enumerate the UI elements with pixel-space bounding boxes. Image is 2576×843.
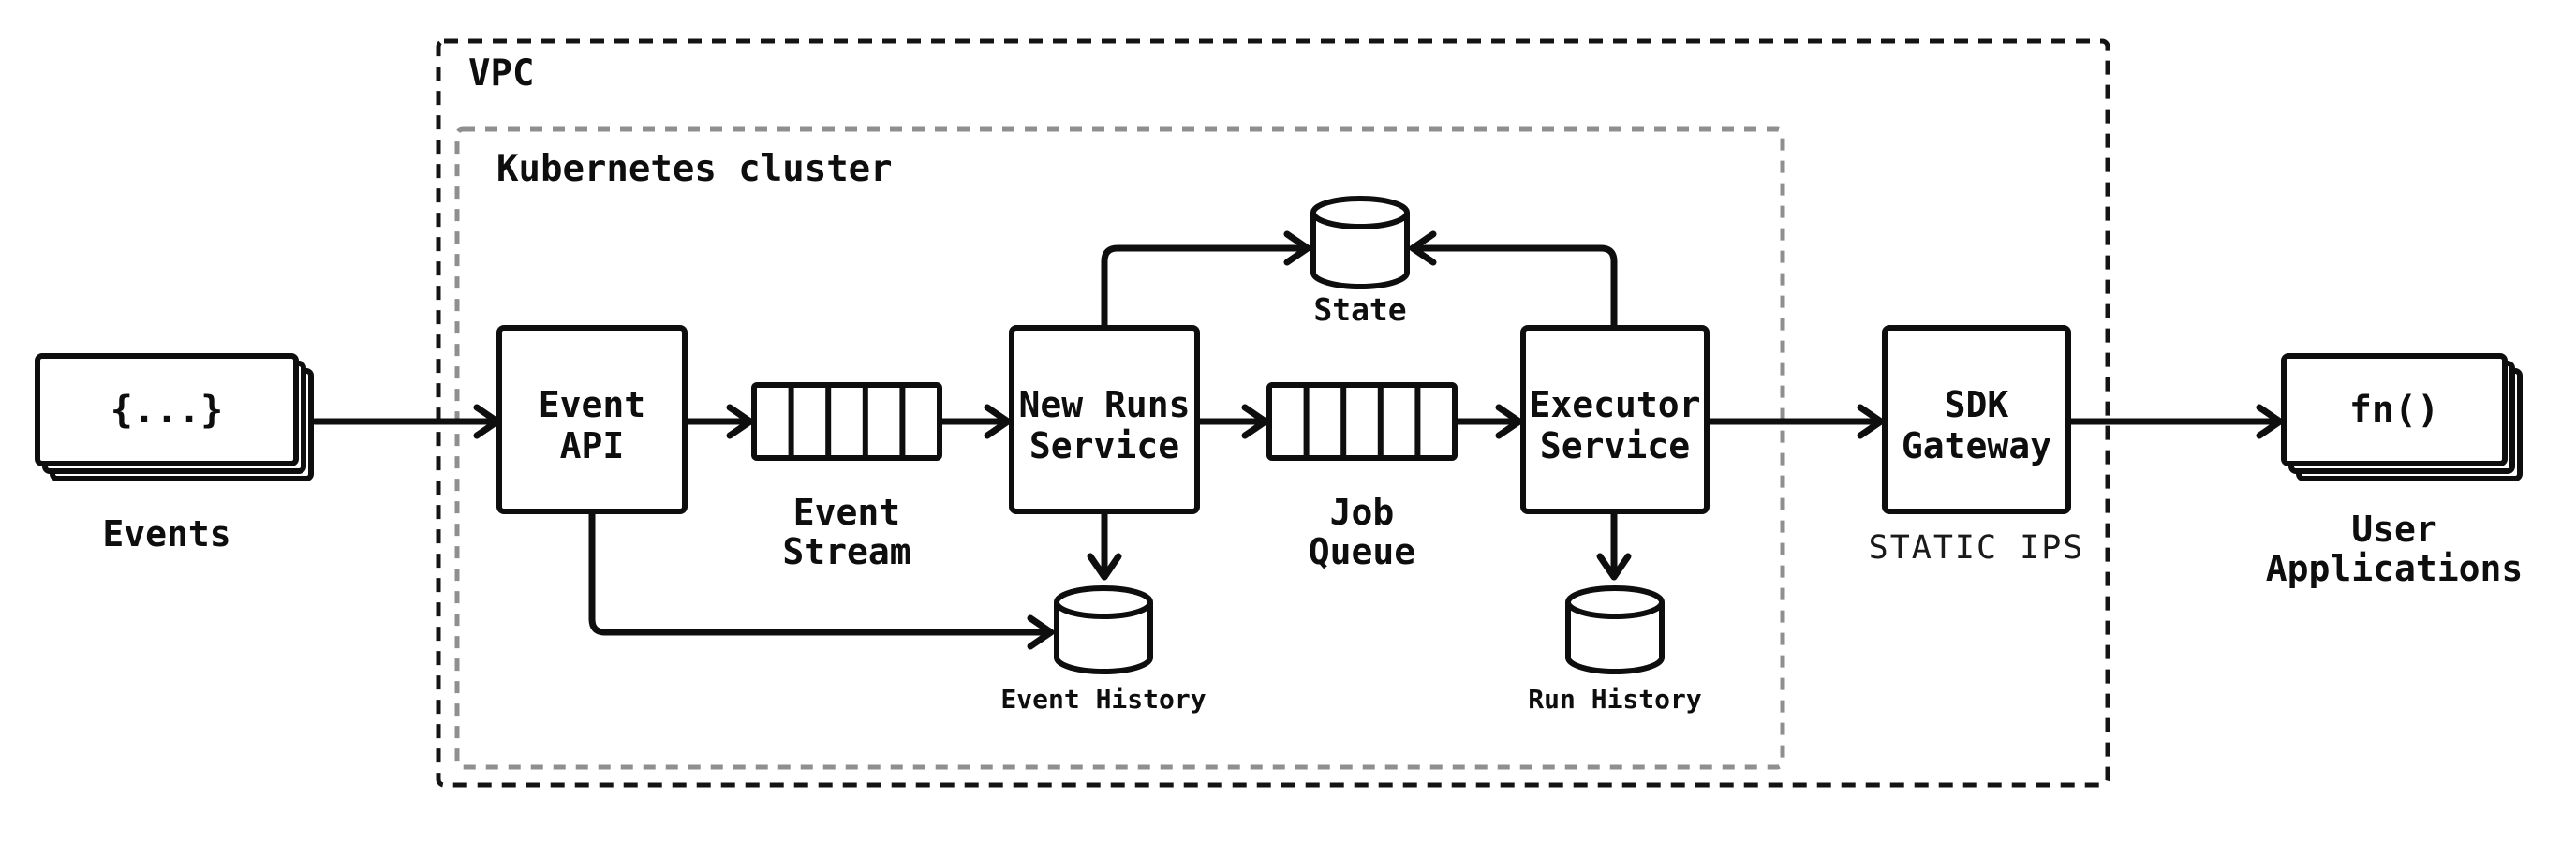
static-ips-label: STATIC IPS — [1869, 529, 2085, 567]
vpc-label: VPC — [468, 52, 534, 95]
arrow-event-api-to-event-history — [588, 508, 1055, 650]
user-applications-stack: fn() — [2281, 353, 2523, 481]
event-stream-label-line2: Stream — [782, 531, 910, 572]
new-runs-service-label-line1: New Runs — [1018, 384, 1190, 425]
event-stream-queue — [751, 382, 942, 461]
arrow-new-runs-to-state — [1101, 230, 1311, 330]
events-code: {...} — [111, 389, 223, 432]
event-api-label-line1: Event — [539, 384, 645, 425]
event-api-label-line2: API — [560, 425, 625, 466]
user-apps-code: fn() — [2349, 389, 2439, 432]
run-history-cylinder — [1565, 585, 1665, 674]
events-card-front — [35, 353, 299, 466]
user-apps-label-line1: User — [2351, 509, 2437, 550]
event-stream-rect — [751, 382, 942, 461]
new-runs-service-box — [1009, 325, 1200, 514]
sdk-gateway-box — [1882, 325, 2071, 514]
run-history-cylinder-top — [1565, 585, 1665, 619]
event-history-cylinder — [1054, 585, 1153, 674]
vpc-boundary — [436, 38, 2110, 788]
state-label: State — [1313, 291, 1406, 328]
state-cylinder — [1310, 196, 1410, 289]
events-label: Events — [102, 513, 230, 555]
sdk-gateway-label-line1: SDK — [1945, 384, 2009, 425]
executor-service-label-line2: Service — [1540, 425, 1690, 466]
job-queue-label-line1: Job — [1330, 492, 1395, 533]
events-stack: {...} — [35, 353, 314, 481]
job-queue-rect — [1266, 382, 1458, 461]
event-history-cylinder-top — [1054, 585, 1153, 619]
kubernetes-cluster-boundary — [454, 126, 1785, 770]
run-history-cylinder-body — [1565, 602, 1665, 674]
event-history-label: Event History — [1000, 684, 1206, 715]
state-cylinder-body — [1310, 213, 1410, 289]
job-queue — [1266, 382, 1458, 461]
run-history-label: Run History — [1528, 684, 1702, 715]
event-api-box — [496, 325, 688, 514]
user-apps-label-line2: Applications — [2266, 548, 2524, 589]
state-cylinder-top — [1310, 196, 1410, 229]
new-runs-service-label-line2: Service — [1029, 425, 1179, 466]
kubernetes-cluster-label: Kubernetes cluster — [496, 148, 893, 190]
event-history-cylinder-body — [1054, 602, 1153, 674]
job-queue-label-line2: Queue — [1309, 531, 1415, 572]
sdk-gateway-label-line2: Gateway — [1902, 425, 2051, 466]
event-stream-label-line1: Event — [793, 492, 900, 533]
executor-service-label-line1: Executor — [1529, 384, 1700, 425]
executor-service-box — [1520, 325, 1710, 514]
arrow-executor-to-state — [1409, 230, 1618, 330]
user-apps-card-front — [2281, 353, 2508, 466]
